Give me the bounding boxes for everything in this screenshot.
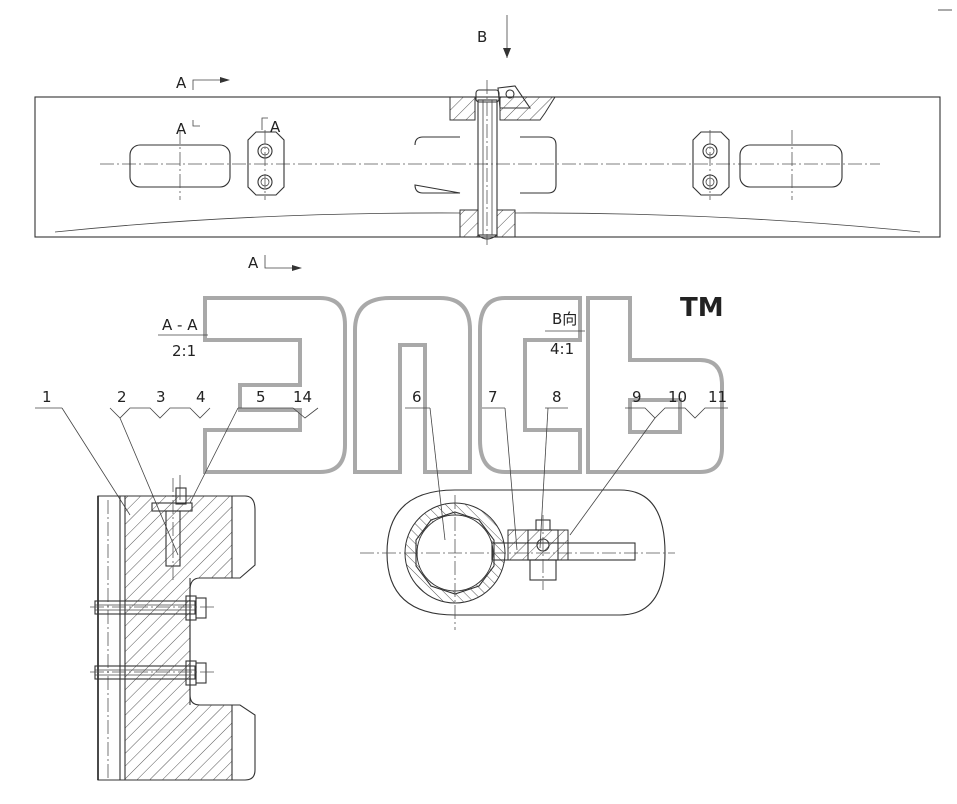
part-number-leaders xyxy=(35,407,728,556)
part-number-5: 5 xyxy=(256,388,266,406)
section-aa-scale: 2:1 xyxy=(172,342,196,360)
section-aa-name: A - A xyxy=(162,316,198,334)
section-mark-right-label: A xyxy=(270,118,281,136)
part-number-14: 14 xyxy=(293,388,312,406)
view-b-name: B向 xyxy=(552,310,577,328)
section-aa-view xyxy=(90,475,256,781)
part-number-7: 7 xyxy=(488,388,498,406)
view-b xyxy=(360,489,675,630)
main-elevation-view: B A A A A xyxy=(34,15,941,272)
section-mark-left-label: A xyxy=(176,120,187,138)
part-number-8: 8 xyxy=(552,388,562,406)
part-number-4: 4 xyxy=(196,388,206,406)
part-numbers: 1 2 3 4 5 14 6 7 8 9 10 11 xyxy=(42,388,727,406)
part-number-9: 9 xyxy=(632,388,642,406)
part-number-6: 6 xyxy=(412,388,422,406)
section-arrow-bottom-label: A xyxy=(248,254,259,272)
section-arrow-top-label: A xyxy=(176,74,187,92)
part-number-3: 3 xyxy=(156,388,166,406)
view-b-scale: 4:1 xyxy=(550,340,574,358)
part-number-11: 11 xyxy=(708,388,727,406)
watermark-logo: TM xyxy=(203,293,724,474)
part-number-2: 2 xyxy=(117,388,127,406)
section-aa-title: A - A 2:1 xyxy=(158,316,208,360)
view-b-title: B向 4:1 xyxy=(545,310,585,358)
view-arrow-b-label: B xyxy=(477,28,487,46)
trademark-label: TM xyxy=(680,293,724,323)
part-number-10: 10 xyxy=(668,388,687,406)
part-number-1: 1 xyxy=(42,388,52,406)
